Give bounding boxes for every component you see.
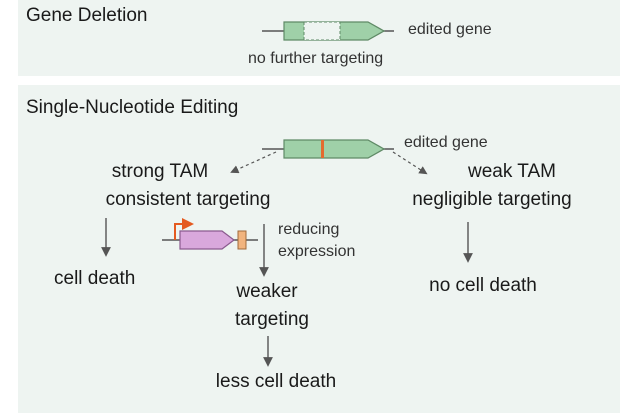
expression-label: expression	[278, 243, 356, 260]
deleted-gene-construct	[262, 21, 394, 41]
no-cell-death-label: no cell death	[429, 275, 537, 296]
weaker-label: weaker	[236, 281, 298, 302]
gene-deletion-title: Gene Deletion	[26, 5, 148, 26]
single-nucleotide-title: Single-Nucleotide Editing	[26, 97, 239, 118]
deleted-region	[303, 21, 341, 41]
strong-tam-label: strong TAM	[111, 161, 209, 182]
no-further-targeting-label: no further targeting	[248, 50, 384, 67]
reducing-label: reducing	[278, 221, 340, 238]
edited-gene-construct	[262, 139, 394, 159]
consistent-targeting-label: consistent targeting	[105, 189, 271, 210]
reporter-tag	[237, 230, 247, 250]
arrow-to-strong-tam	[230, 151, 277, 174]
targeting-label: targeting	[235, 309, 309, 330]
point-mutation-mark	[321, 140, 324, 158]
promoter-arrow-icon	[174, 218, 194, 240]
cell-death-label: cell death	[54, 268, 136, 289]
negligible-targeting-label: negligible targeting	[412, 189, 572, 210]
weak-tam-label: weak TAM	[468, 161, 556, 182]
edited-gene-label: edited gene	[404, 134, 488, 151]
reduced-expression-construct	[162, 218, 258, 250]
arrow-to-weak-tam	[392, 151, 428, 175]
deleted-gene-label: edited gene	[408, 21, 492, 38]
less-cell-death-label: less cell death	[215, 371, 337, 392]
